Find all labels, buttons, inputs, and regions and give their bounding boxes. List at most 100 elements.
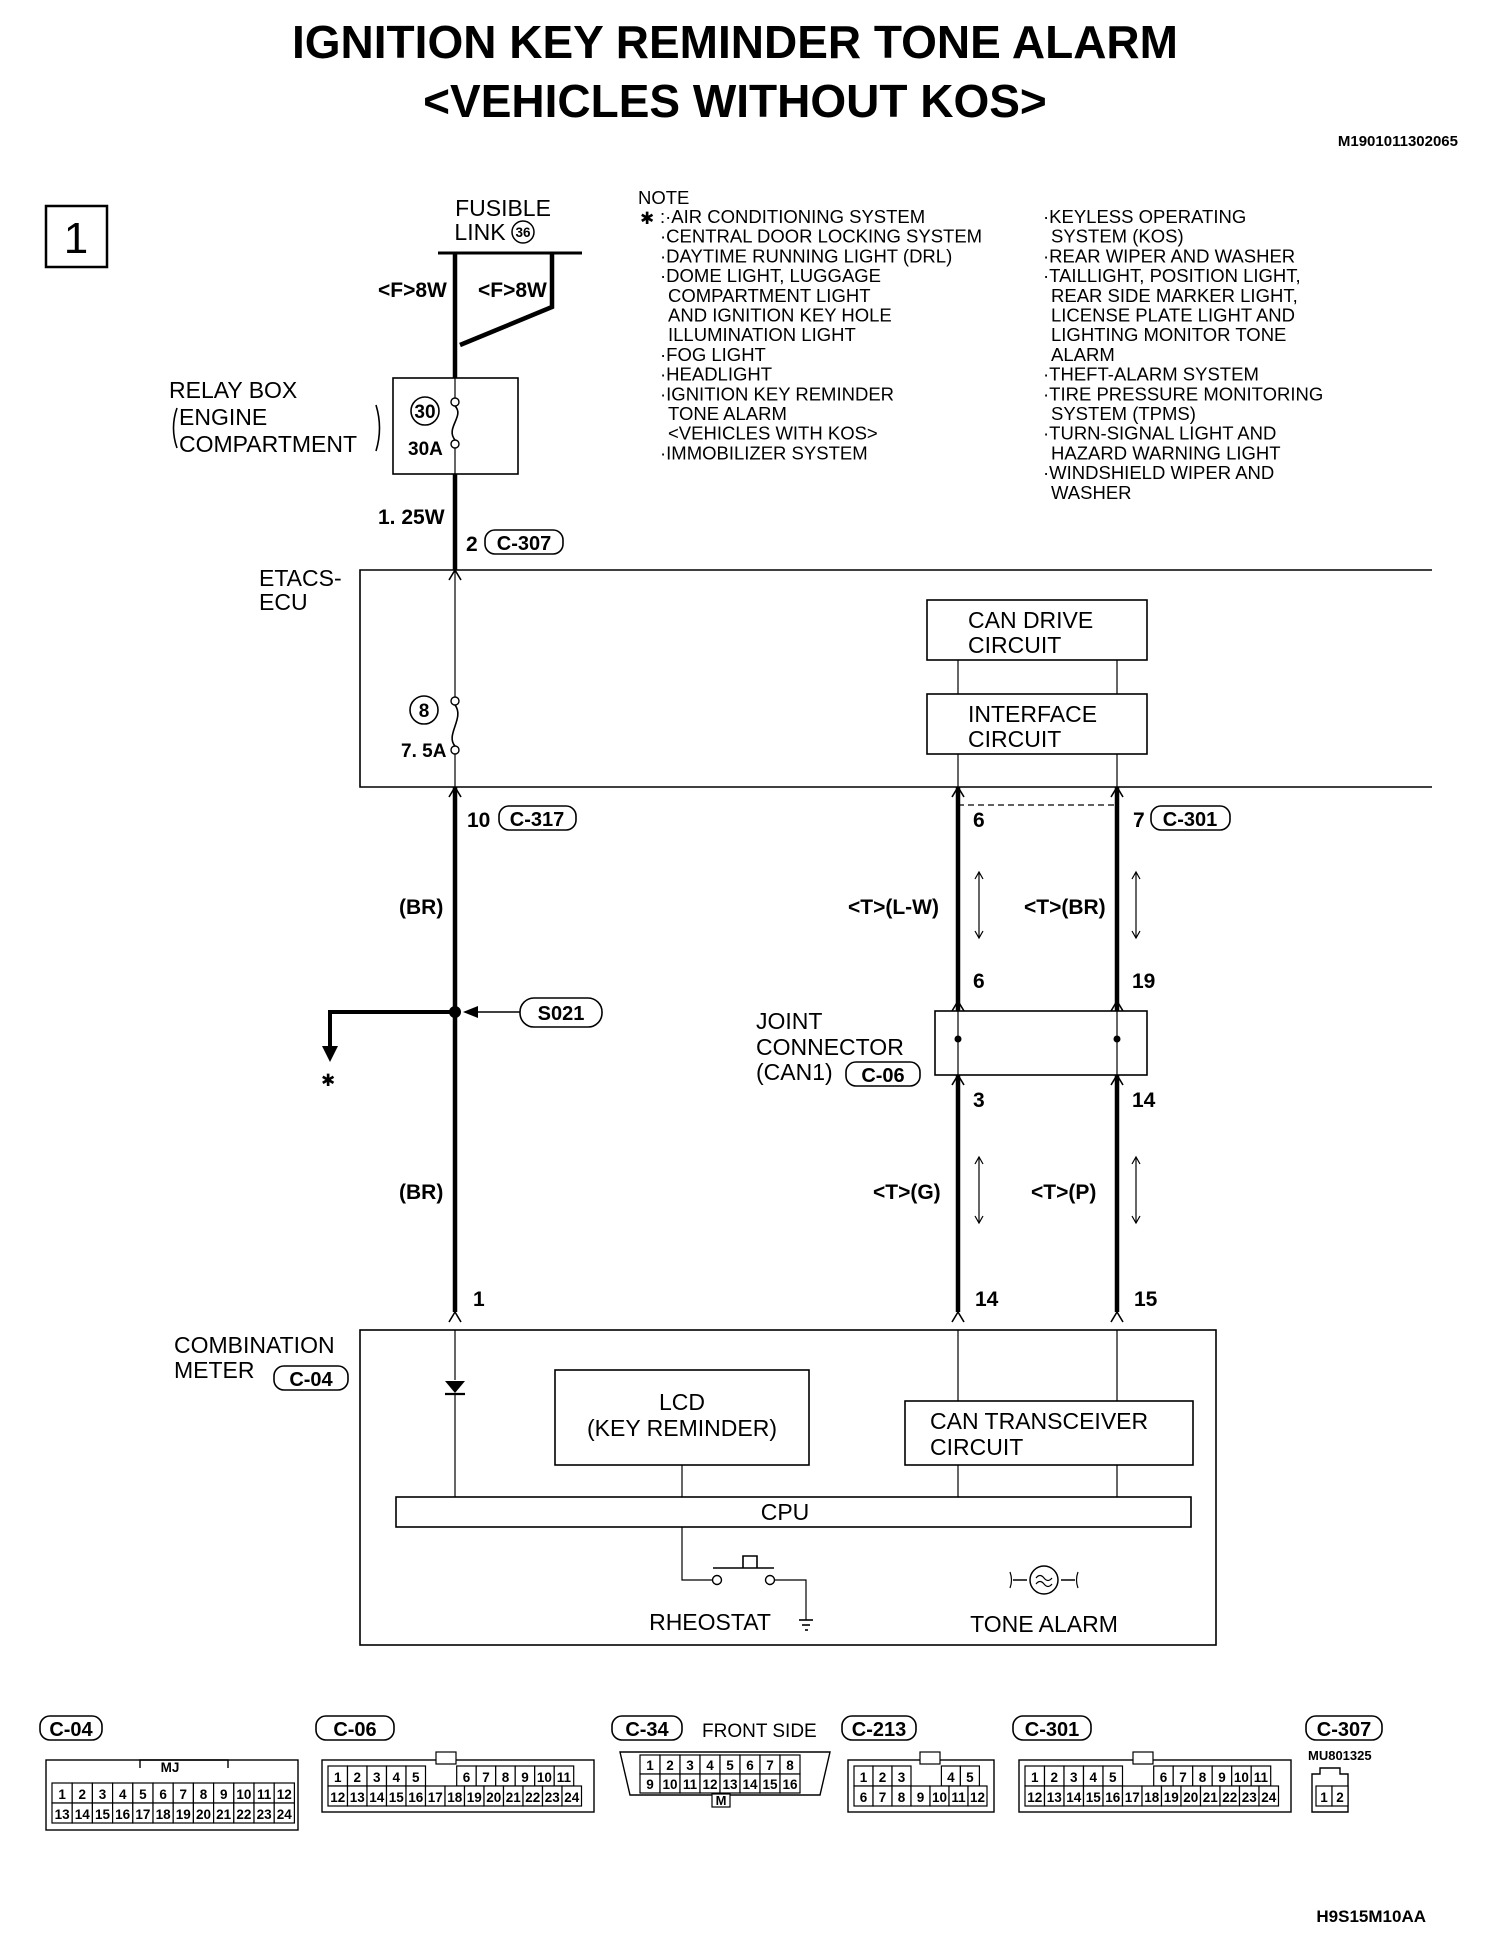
joint-out-arrow-left bbox=[951, 1073, 965, 1086]
etacs-out-pin: 10 bbox=[467, 809, 490, 832]
relay-box-label: RELAY BOX bbox=[169, 377, 297, 403]
connector-pin-number: 10 bbox=[932, 1790, 947, 1805]
note-line: COMPARTMENT LIGHT bbox=[668, 285, 871, 306]
connector-pin-number: 13 bbox=[350, 1790, 366, 1805]
note-line: LIGHTING MONITOR TONE bbox=[1051, 324, 1286, 345]
connector-pin-number: 20 bbox=[486, 1790, 501, 1805]
note-line: ·TIRE PRESSURE MONITORING bbox=[1043, 383, 1323, 404]
connector-tag bbox=[1305, 1715, 1383, 1741]
meter-arrow-can-right bbox=[1110, 1310, 1124, 1323]
connector-pin-number: 5 bbox=[139, 1787, 147, 1802]
note-line: TONE ALARM bbox=[668, 403, 787, 424]
joint-in-arrow-right bbox=[1110, 999, 1124, 1012]
connector-pin-number: 5 bbox=[1109, 1770, 1117, 1785]
twist-arrow-4 bbox=[1131, 1155, 1141, 1225]
connector-pin-number: 11 bbox=[1254, 1770, 1269, 1785]
connector-pin-number: 14 bbox=[1066, 1790, 1082, 1805]
note-line: ·TURN-SIGNAL LIGHT AND bbox=[1043, 423, 1276, 444]
lcd-label: LCD bbox=[659, 1389, 705, 1415]
connector-pin-number: 16 bbox=[1105, 1790, 1121, 1805]
joint-out-arrow-right bbox=[1110, 1073, 1124, 1086]
cpu-box bbox=[395, 1496, 1192, 1528]
meter-arrow-power bbox=[448, 1310, 462, 1323]
connector-pin-number: 19 bbox=[176, 1807, 191, 1822]
meter-pin-power: 1 bbox=[473, 1288, 485, 1311]
connector-pin-number: 3 bbox=[99, 1787, 107, 1802]
connector-pin-number: 20 bbox=[196, 1807, 211, 1822]
note-line: ILLUMINATION LIGHT bbox=[668, 324, 856, 345]
meter-pin-can-left: 14 bbox=[975, 1288, 999, 1311]
connector-pin-number: 3 bbox=[1070, 1770, 1078, 1785]
connector-pin-number: 23 bbox=[257, 1807, 273, 1822]
connector-pin-number: 6 bbox=[463, 1770, 471, 1785]
etacs-out-conn-box bbox=[498, 805, 577, 831]
relay-fuse-terminal-bottom bbox=[450, 439, 460, 449]
connector-cavity bbox=[779, 1773, 801, 1794]
connector-pin-number: 15 bbox=[1086, 1790, 1102, 1805]
joint-connector-label-3: (CAN1) bbox=[756, 1059, 833, 1085]
etacs-can-pin-left: 6 bbox=[973, 809, 985, 832]
connector-c307-housing bbox=[1311, 1767, 1349, 1813]
fusible-link-wire-right-label: <F>8W bbox=[478, 279, 547, 302]
page-number: 1 bbox=[64, 214, 88, 263]
note-line: ·TAILLIGHT, POSITION LIGHT, bbox=[1043, 265, 1301, 286]
connector-tag bbox=[1012, 1715, 1092, 1741]
connector-pin-number: 17 bbox=[135, 1807, 150, 1822]
note-line: ·HEADLIGHT bbox=[660, 364, 772, 385]
connector-pin-number: 6 bbox=[159, 1787, 167, 1802]
note-line: ·WINDSHIELD WIPER AND bbox=[1043, 462, 1274, 483]
connector-pin-number: 1 bbox=[1320, 1790, 1328, 1805]
document-code: M1901011302065 bbox=[1338, 133, 1458, 150]
connector-c34-side: FRONT SIDE bbox=[702, 1721, 817, 1742]
diagram-title-line2: <VEHICLES WITHOUT KOS> bbox=[423, 75, 1047, 127]
etacs-fuse-terminal-top bbox=[450, 696, 460, 706]
relay-box-label-3: COMPARTMENT bbox=[179, 431, 357, 457]
br-wire-upper-label: (BR) bbox=[399, 896, 443, 919]
etacs-fuse-number-circle bbox=[409, 695, 439, 725]
connector-pin-number: 16 bbox=[115, 1807, 131, 1822]
note-line: :·AIR CONDITIONING SYSTEM bbox=[660, 206, 925, 227]
connector-pin-number: 15 bbox=[762, 1777, 778, 1792]
connector-pin-number: 22 bbox=[1222, 1790, 1237, 1805]
connector-pin-number: 6 bbox=[1160, 1770, 1168, 1785]
connector-pin-number: 8 bbox=[200, 1787, 208, 1802]
figure-code: H9S15M10AA bbox=[1316, 1907, 1426, 1926]
connector-pin-number: 5 bbox=[966, 1770, 974, 1785]
connector-name: C-307 bbox=[1317, 1719, 1371, 1741]
note-line: REAR SIDE MARKER LIGHT, bbox=[1051, 285, 1298, 306]
connector-cavity bbox=[273, 1802, 296, 1824]
connector-tag bbox=[39, 1715, 103, 1741]
connector-pin-number: 14 bbox=[742, 1777, 758, 1792]
connector-pin-number: 4 bbox=[392, 1770, 400, 1785]
connector-pin-number: 9 bbox=[1218, 1770, 1226, 1785]
connector-pin-number: 22 bbox=[236, 1807, 251, 1822]
note-line: ·FOG LIGHT bbox=[660, 344, 766, 365]
connector-tag bbox=[315, 1715, 395, 1741]
connector-pin-number: 23 bbox=[1242, 1790, 1258, 1805]
meter-arrow-can-left bbox=[951, 1310, 965, 1323]
meter-pin-can-right: 15 bbox=[1134, 1288, 1158, 1311]
relay-box-bracket-left bbox=[172, 407, 178, 449]
connector-pin-number: 24 bbox=[564, 1790, 580, 1805]
connector-pin-number: 7 bbox=[180, 1787, 188, 1802]
connector-pin-number: 12 bbox=[1027, 1790, 1042, 1805]
connector-pin-number: 1 bbox=[58, 1787, 66, 1802]
connector-cavity bbox=[561, 1785, 583, 1807]
can-wire-tg-label: <T>(G) bbox=[873, 1181, 941, 1204]
connector-pin-number: 6 bbox=[860, 1790, 868, 1805]
connector-pin-number: 9 bbox=[220, 1787, 228, 1802]
connector-pin-number: 18 bbox=[156, 1807, 172, 1822]
etacs-can-conn-box bbox=[1150, 805, 1231, 831]
connector-pin-number: 20 bbox=[1183, 1790, 1198, 1805]
note-line: ·CENTRAL DOOR LOCKING SYSTEM bbox=[660, 226, 982, 247]
rheostat-wire bbox=[681, 1527, 712, 1581]
connector-pin-number: 23 bbox=[545, 1790, 561, 1805]
connector-pin-number: 21 bbox=[506, 1790, 522, 1805]
connector-pin-number: 24 bbox=[1261, 1790, 1277, 1805]
connector-pin-number: 24 bbox=[277, 1807, 293, 1822]
connector-pin-number: 2 bbox=[1050, 1770, 1058, 1785]
connector-pin-number: 18 bbox=[1144, 1790, 1160, 1805]
connector-c04-tag: MJ bbox=[161, 1760, 180, 1775]
can-wire-tp-label: <T>(P) bbox=[1031, 1181, 1096, 1204]
